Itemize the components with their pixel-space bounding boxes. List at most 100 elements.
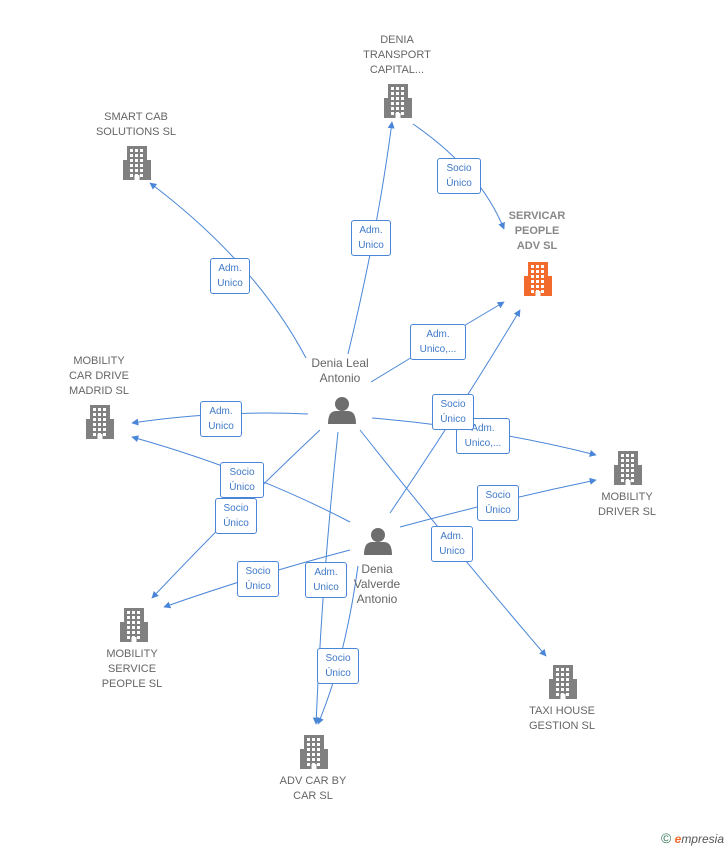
company-name-denia-transport-line: CAPITAL... <box>369 64 425 76</box>
building-window <box>556 683 559 686</box>
relation-label[interactable]: Adm.Unico <box>200 401 242 437</box>
building-icon-smart-cab[interactable] <box>123 146 151 180</box>
building-window <box>541 285 544 288</box>
copyright-symbol: © <box>660 830 672 846</box>
building-window <box>566 683 569 686</box>
person-name-leal-line: Denia Leal <box>311 356 369 370</box>
building-window <box>561 678 564 681</box>
building-door <box>97 434 103 439</box>
building-door <box>134 175 140 180</box>
building-icon-adv-car[interactable] <box>300 735 328 769</box>
building-icon-taxi-house[interactable] <box>549 665 577 699</box>
relation-label[interactable]: Adm.Unico <box>210 258 250 294</box>
brand-logo-initial: e <box>674 832 682 846</box>
company-name-denia-transport-line: DENIA <box>380 34 414 46</box>
building-icon-mobility-car-drive[interactable] <box>86 405 114 439</box>
building-window <box>132 631 135 634</box>
building-window <box>93 423 96 426</box>
building-wing <box>614 465 618 485</box>
building-window <box>531 270 534 273</box>
building-window <box>566 668 569 671</box>
building-icon-denia-transport[interactable] <box>384 84 412 118</box>
building-window <box>561 683 564 686</box>
relation-label[interactable]: Adm.Unico <box>305 562 347 598</box>
building-window <box>307 758 310 761</box>
building-window <box>621 479 624 482</box>
company-name-servicar-line: PEOPLE <box>514 225 560 237</box>
building-wing <box>548 276 552 296</box>
building-window <box>103 408 106 411</box>
person-head <box>371 528 385 542</box>
building-icon-mobility-service[interactable] <box>120 608 148 642</box>
person-body <box>328 411 356 424</box>
building-window <box>631 459 634 462</box>
building-window <box>566 693 569 696</box>
relation-label[interactable]: Adm.Unico <box>351 220 391 256</box>
building-window <box>556 678 559 681</box>
relation-label-line: Socio <box>223 503 249 514</box>
company-name-mobility-service-line: MOBILITY <box>106 648 158 660</box>
building-window <box>127 611 130 614</box>
person-icon-leal[interactable] <box>328 397 356 424</box>
building-window <box>137 631 140 634</box>
relation-label[interactable]: Adm.Unico <box>431 526 473 562</box>
relation-label-line: Unico,... <box>419 344 457 355</box>
building-window <box>132 626 135 629</box>
person-name-leal-line: Antonio <box>319 371 361 385</box>
building-window <box>98 428 101 431</box>
building-icon-servicar[interactable] <box>524 262 552 296</box>
building-window <box>317 743 320 746</box>
building-window <box>566 673 569 676</box>
person-icon-valverde[interactable] <box>364 528 392 555</box>
relation-label[interactable]: Adm.Unico,... <box>410 324 466 360</box>
company-name-taxi-house-line: GESTION SL <box>528 720 596 732</box>
relation-label-line: Unico <box>358 240 384 251</box>
footer-brand[interactable]: © empresia <box>661 830 724 846</box>
building-window <box>391 102 394 105</box>
building-window <box>631 464 634 467</box>
building-window <box>93 413 96 416</box>
company-name-smart-cab-line: SMART CAB <box>104 111 168 123</box>
person-name-valverde-line: Valverde <box>353 577 401 591</box>
relation-label-line: Adm. <box>209 406 233 417</box>
relation-label-line: Socio <box>485 490 511 501</box>
building-window <box>536 265 539 268</box>
building-window <box>127 636 130 639</box>
building-window <box>137 616 140 619</box>
building-wing <box>147 160 151 180</box>
relation-label-line: Adm. <box>314 567 338 578</box>
building-window <box>307 763 310 766</box>
building-wing <box>324 749 328 769</box>
building-window <box>566 678 569 681</box>
building-window <box>93 408 96 411</box>
building-window <box>401 107 404 110</box>
building-wing <box>120 622 124 642</box>
building-window <box>317 738 320 741</box>
building-door <box>131 637 137 642</box>
building-window <box>135 159 138 162</box>
building-window <box>93 428 96 431</box>
building-window <box>541 265 544 268</box>
building-window <box>401 87 404 90</box>
building-icon-mobility-driver[interactable] <box>614 451 642 485</box>
relation-label-line: Único <box>223 518 249 529</box>
building-window <box>103 433 106 436</box>
building-window <box>621 459 624 462</box>
